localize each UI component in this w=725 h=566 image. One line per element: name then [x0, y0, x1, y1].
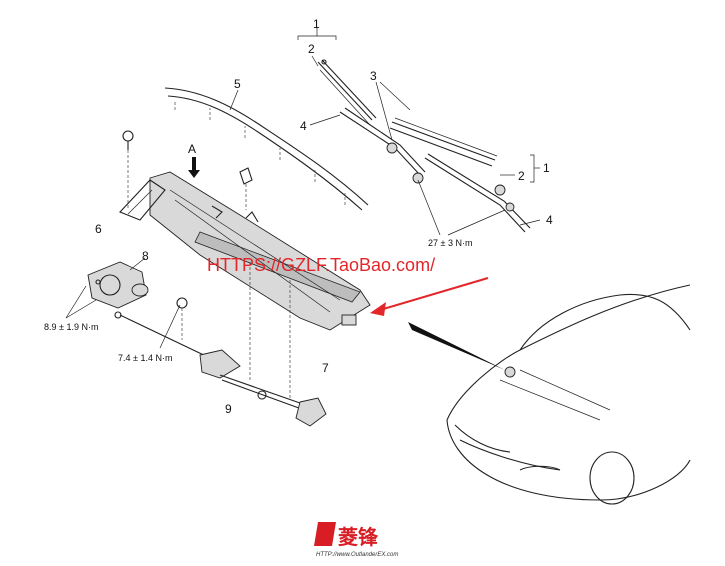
watermark-text: HTTPS://GZLF.TaoBao.com/ [207, 255, 435, 275]
callout-4-right: 4 [546, 213, 553, 227]
torque-linkage-nut: 7.4 ± 1.4 N·m [118, 353, 172, 363]
weatherstrip-part-5 [164, 87, 369, 211]
car-pointer-wedge [408, 322, 505, 370]
cowl-panel-part-7 [149, 171, 371, 331]
callout-1-right: 1 [543, 161, 550, 175]
wiper-arm-left [339, 107, 426, 184]
wiper-blade-left [317, 59, 377, 126]
wiper-arm-right [424, 153, 531, 233]
cowl-side-part-6 [119, 179, 166, 221]
callout-5: 5 [234, 77, 241, 91]
callout-2-right: 2 [518, 169, 525, 183]
wiper-motor-part-8 [87, 257, 149, 309]
logo-url: HTTP://www.OutlanderEX.com [316, 552, 398, 558]
wiper-linkage-part-9 [114, 262, 327, 427]
callout-7: 7 [322, 361, 329, 375]
view-a-label: A [188, 142, 196, 156]
brand-logo: 菱锋 HTTP://www.OutlanderEX.com [314, 522, 398, 558]
torque-leaders [65, 285, 181, 349]
callout-6: 6 [95, 222, 102, 236]
callout-bracket-right [500, 154, 540, 183]
wiper-blade-right [389, 117, 498, 167]
callout-8: 8 [142, 249, 149, 263]
torque-arm-nut: 27 ± 3 N·m [428, 238, 472, 248]
pointer-arrow-red [370, 277, 489, 316]
callout-bracket-top [297, 28, 337, 67]
torque-motor-bolt: 8.9 ± 1.9 N·m [44, 322, 98, 332]
callout-3: 3 [370, 69, 377, 83]
leader-lines [229, 81, 541, 236]
callout-2-top: 2 [308, 42, 315, 56]
view-arrow-icon [188, 157, 200, 178]
clips-and-fasteners [122, 130, 259, 223]
callout-4-left: 4 [300, 119, 307, 133]
callout-1-top: 1 [313, 17, 320, 31]
callout-9: 9 [225, 402, 232, 416]
logo-text: 菱锋 [338, 525, 379, 549]
car-front-icon [446, 284, 691, 505]
